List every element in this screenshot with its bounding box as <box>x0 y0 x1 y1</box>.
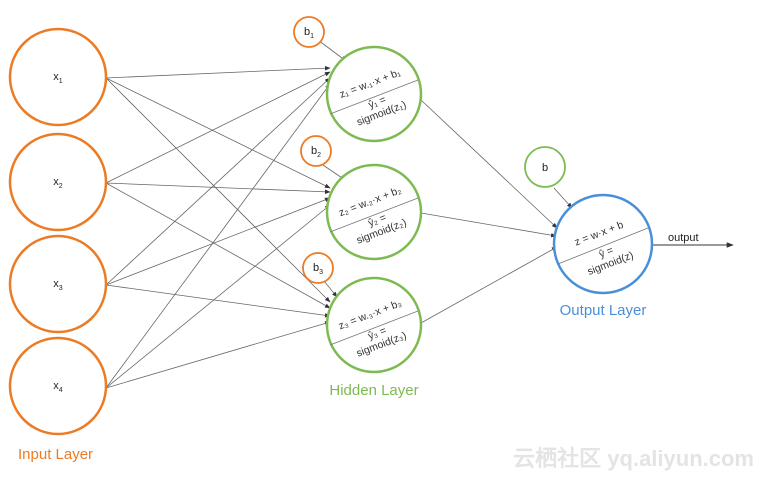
input-node-label: x <box>53 71 59 83</box>
svg-text:b2: b2 <box>311 145 321 159</box>
hidden-layer: z₁ = w.₁·x + b₁ ŷ₁ = sigmoid(z₁) z₂ = w.… <box>325 45 423 399</box>
svg-text:b3: b3 <box>313 262 323 276</box>
edge-x2-h1 <box>105 71 331 184</box>
input-layer-label: Input Layer <box>18 446 93 463</box>
bias-nodes: b1 b2 b3 b <box>293 16 566 284</box>
svg-text:x1: x1 <box>53 71 63 85</box>
input-node-x3: x3 <box>8 234 108 334</box>
input-hidden-edges <box>105 65 331 389</box>
input-node-sub: 2 <box>59 183 63 190</box>
bias-node-b3: b3 <box>302 252 334 284</box>
edge-b3-h3 <box>323 280 338 298</box>
input-node-sub: 4 <box>59 387 63 394</box>
output-arrow-label: output <box>668 232 699 244</box>
svg-text:x2: x2 <box>53 176 63 190</box>
bias-node-output: b <box>524 146 566 188</box>
hidden-layer-label: Hidden Layer <box>329 382 418 399</box>
bias-node-b1: b1 <box>293 16 325 48</box>
svg-text:x4: x4 <box>53 380 63 394</box>
output-layer-label: Output Layer <box>560 302 647 319</box>
edge-x4-h3 <box>105 321 331 389</box>
svg-text:x3: x3 <box>53 278 63 292</box>
edge-x4-h2 <box>105 204 331 389</box>
edge-x3-h1 <box>105 77 331 286</box>
edge-x2-h2 <box>105 182 331 195</box>
edge-x1-h2 <box>105 77 331 189</box>
hidden-node-1: z₁ = w.₁·x + b₁ ŷ₁ = sigmoid(z₁) <box>325 45 423 143</box>
edge-h2-out <box>420 212 557 238</box>
watermark: 云栖社区 yq.aliyun.com <box>513 446 754 471</box>
edge-x3-h2 <box>105 197 331 286</box>
bias-node-label: b <box>311 145 317 157</box>
hidden-node-2: z₂ = w.₂·x + b₂ ŷ₂ = sigmoid(z₂) <box>325 163 423 261</box>
edge-b1-h1 <box>317 39 347 62</box>
bias-node-sub: 2 <box>317 152 321 159</box>
edge-h3-out <box>420 246 558 324</box>
output-node: z = w·x + b ŷ = sigmoid(z) <box>552 193 654 295</box>
input-node-x2: x2 <box>8 132 108 232</box>
bias-node-label: b <box>304 26 310 38</box>
edge-x1-h3 <box>105 77 331 303</box>
output-bias-label: b <box>542 162 548 174</box>
edge-b-out <box>553 187 573 209</box>
output-layer: z = w·x + b ŷ = sigmoid(z) Output Layer <box>552 193 654 319</box>
bias-node-b2: b2 <box>300 135 332 167</box>
edge-x2-h3 <box>105 182 331 309</box>
edge-x4-h1 <box>105 83 331 389</box>
input-node-x4: x4 <box>8 336 108 436</box>
bias-node-label: b <box>313 262 319 274</box>
input-node-label: x <box>53 278 59 290</box>
edge-x3-h3 <box>105 284 331 318</box>
hidden-output-edges <box>420 99 558 324</box>
edge-h1-out <box>420 99 558 229</box>
hidden-node-3: z₃ = w.₃·x + b₃ ŷ₃ = sigmoid(z₃) <box>325 276 423 374</box>
input-node-sub: 1 <box>59 78 63 85</box>
input-layer: x1 x2 x3 x4 Input Layer <box>8 27 108 463</box>
output-node-yhat: ŷ = <box>597 244 615 260</box>
input-node-label: x <box>53 176 59 188</box>
input-node-sub: 3 <box>59 285 63 292</box>
input-node-x1: x1 <box>8 27 108 127</box>
input-node-label: x <box>53 380 59 392</box>
svg-text:b1: b1 <box>304 26 314 40</box>
hidden-node-yhat: ŷ₁ = <box>367 94 388 112</box>
bias-node-sub: 1 <box>310 33 314 40</box>
edge-x1-h1 <box>105 65 331 79</box>
bias-node-sub: 3 <box>319 269 323 276</box>
